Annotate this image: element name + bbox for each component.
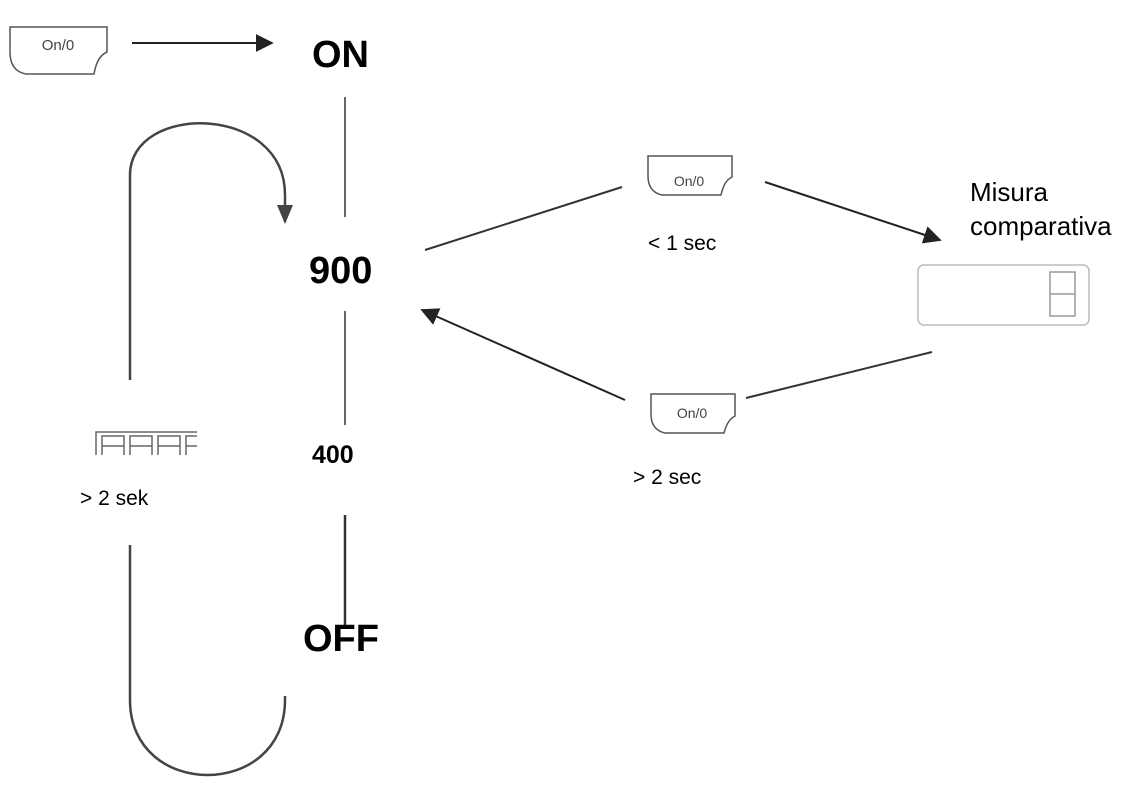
power-button-short: On/0 xyxy=(647,155,733,196)
power-button-top-label: On/0 xyxy=(42,37,75,54)
segment-display-icon xyxy=(95,431,197,455)
state-900: 900 xyxy=(309,250,373,292)
comparative-display-icon xyxy=(917,264,1090,326)
loop-lower xyxy=(128,545,287,777)
state-on: ON xyxy=(312,34,369,76)
line-900-to-short-button xyxy=(424,186,623,251)
loop-upper-arrowhead xyxy=(277,205,293,224)
state-400: 400 xyxy=(312,441,354,469)
comparative-label-line2: comparativa xyxy=(970,211,1112,241)
line-display-to-long-button xyxy=(745,351,933,399)
note-short-press: < 1 sec xyxy=(648,232,717,255)
loop-upper xyxy=(128,122,287,380)
arrow-to-comparative xyxy=(764,181,942,244)
power-button-top: On/0 xyxy=(9,26,108,75)
comparative-label-line1: Misura xyxy=(970,177,1049,207)
arrow-back-to-900 xyxy=(420,308,626,401)
note-long-press: > 2 sec xyxy=(633,466,702,489)
power-button-short-label: On/0 xyxy=(674,173,705,189)
note-long-press-left: > 2 sek xyxy=(80,487,149,510)
power-button-long: On/0 xyxy=(650,393,736,434)
state-off: OFF xyxy=(303,618,379,660)
power-button-long-label: On/0 xyxy=(677,405,708,421)
